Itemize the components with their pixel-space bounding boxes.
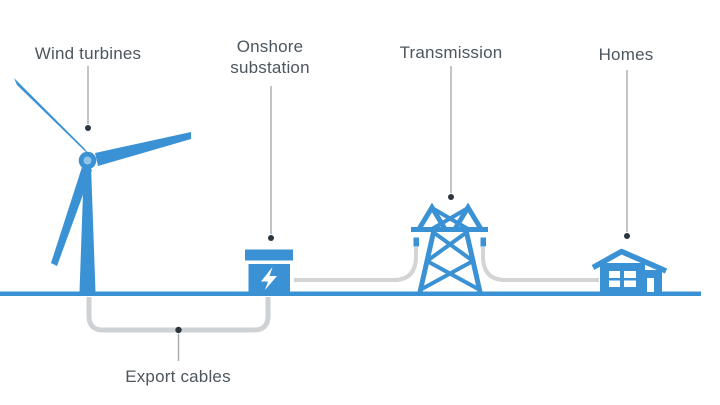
substation-icon: [245, 249, 293, 292]
wind-turbines-label: Wind turbines: [34, 44, 142, 63]
onshore-substation-label-line1: Onshore: [236, 37, 304, 56]
lightning-bolt-icon: [261, 267, 277, 290]
transmission-label: Transmission: [399, 43, 503, 62]
homes-label: Homes: [598, 45, 654, 64]
house-icon: [591, 248, 668, 292]
ground-baseline: [0, 291, 701, 296]
onshore-substation-label: Onshore substation: [230, 36, 310, 78]
power-cables: [294, 247, 599, 282]
transmission-tower-icon: [411, 202, 488, 293]
export-cables-label: Export cables: [125, 367, 231, 386]
onshore-substation-label-line2: substation: [230, 58, 310, 77]
export-cables-bracket: [86, 297, 271, 361]
wind-turbine-icon: [14, 78, 191, 292]
leader-lines: [85, 66, 630, 241]
